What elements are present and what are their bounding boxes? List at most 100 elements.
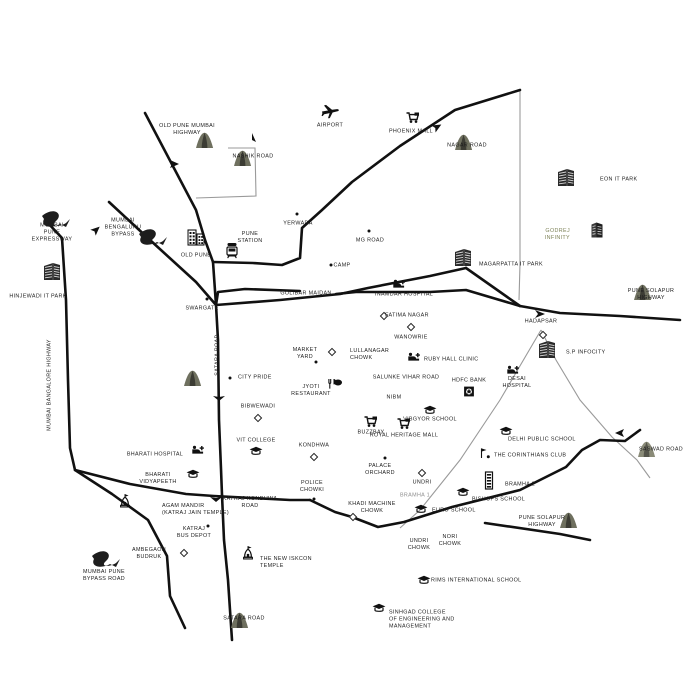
major-road-segment-10 — [464, 266, 522, 308]
poi-label-katraj-bus-depot[interactable]: KATRAJ BUS DEPOT — [176, 525, 212, 539]
poi-label-pune-station[interactable]: PUNE STATION — [237, 230, 263, 244]
poi-label-nori-chowk[interactable]: NORI CHOWK — [438, 533, 462, 547]
road-label-mumbai-bangalore-highway[interactable]: MUMBAI BANGALORE HIGHWAY — [46, 339, 53, 431]
poi-label-godrej-infinity[interactable]: GODREJ INFINITY — [544, 227, 570, 241]
location-dot-icon — [314, 360, 318, 364]
road-label-pune-solapur-highway-south[interactable]: PUNE SOLAPUR HIGHWAY — [518, 514, 566, 528]
major-roads — [45, 88, 682, 642]
major-road-segment-2 — [73, 468, 312, 502]
poi-label-agam-mandir[interactable]: AGAM MANDIR (KATRAJ JAIN TEMPLE) — [162, 502, 230, 516]
road-label-nashik-road[interactable]: NASHIK ROAD — [232, 153, 274, 160]
road-label-mumbai-bengaluru-bypass[interactable]: MUMBAI BENGALURU BYPASS — [104, 217, 142, 238]
poi-label-jyoti-restaurant[interactable]: JYOTI RESTAURANT — [291, 383, 331, 397]
road-label-saswad-road[interactable]: SASWAD ROAD — [638, 446, 684, 453]
poi-label-wanowrie[interactable]: WANOWRIE — [394, 334, 428, 341]
city-buildings-icon — [187, 229, 205, 251]
graduation-cap-icon — [414, 500, 428, 518]
location-dot-icon — [206, 524, 210, 528]
poi-label-camp[interactable]: CAMP — [333, 262, 351, 269]
poi-label-the-corinthians-club[interactable]: THE CORINTHIANS CLUB — [494, 452, 567, 459]
poi-label-inamdar-hospital[interactable]: INAMDAR HOSPITAL — [374, 291, 434, 298]
poi-label-mg-road[interactable]: MG ROAD — [355, 237, 385, 244]
restaurant-icon — [328, 376, 343, 394]
poi-label-old-pune[interactable]: OLD PUNE — [180, 252, 212, 259]
poi-label-ruby-hall-clinic[interactable]: RUBY HALL CLINIC — [424, 356, 479, 363]
location-dot-icon — [228, 376, 232, 380]
poi-label-khadi-machine-chowk[interactable]: KHADI MACHINE CHOWK — [348, 500, 396, 514]
road-label-old-pune-mumbai-highway[interactable]: OLD PUNE MUMBAI HIGHWAY — [159, 122, 215, 136]
poi-label-undri[interactable]: UNDRI — [412, 479, 432, 486]
graduation-cap-icon — [417, 571, 431, 589]
poi-label-vit-college[interactable]: VIT COLLEGE — [236, 437, 276, 444]
poi-label-swargate[interactable]: SWARGATE — [185, 305, 219, 312]
poi-label-fatima-nagar[interactable]: FATIMA NAGAR — [385, 312, 429, 319]
expressway-ribbon-icons — [42, 211, 167, 567]
temple-icon — [120, 494, 130, 513]
road-label-mumbai-pune-expressway[interactable]: MUMBAI PUNE EXPRESSWAY — [31, 222, 73, 243]
poi-label-bramha-2[interactable]: BRAMHA 2 — [505, 481, 536, 488]
poi-label-hdfc-bank[interactable]: HDFC BANK — [451, 377, 487, 384]
location-dot-icon — [383, 456, 387, 460]
poi-label-market-yard[interactable]: MARKET YARD — [292, 346, 318, 360]
hospital-bed-icon — [507, 362, 520, 380]
poi-label-police-chowki[interactable]: POLICE CHOWKI — [299, 479, 325, 493]
road-label-nagar-road[interactable]: NAGAR ROAD — [447, 142, 487, 149]
poi-label-phoenix-mall[interactable]: PHOENIX MALL — [388, 128, 434, 135]
shopping-cart-icon — [406, 111, 420, 129]
poi-label-hinjewadi-it-park[interactable]: HINJEWADI IT PARK — [9, 293, 67, 300]
location-dot-icon — [312, 497, 316, 501]
road-label-mumbai-pune-bypass-road[interactable]: MUMBAI PUNE BYPASS ROAD — [82, 568, 126, 582]
poi-label-magarpatta-it-park[interactable]: MAGARPATTA IT PARK — [479, 261, 543, 268]
poi-label-bramha-1[interactable]: BRAMHA 1 — [399, 492, 431, 499]
poi-label-hadapsar[interactable]: HADAPSAR — [524, 318, 558, 325]
road-label-pune-solapur-highway-east[interactable]: PUNE SOLAPUR HIGHWAY — [627, 287, 675, 301]
poi-label-ambegaon-budruk[interactable]: AMBEGAON BUDRUK — [132, 546, 166, 560]
minor-road-segment-0 — [195, 147, 257, 199]
temple-icon — [243, 546, 253, 565]
poi-label-undri-chowk[interactable]: UNDRI CHOWK — [407, 537, 431, 551]
road-label-satara-road-bottom[interactable]: SATARA ROAD — [223, 615, 265, 622]
poi-label-delhi-public-school[interactable]: DELHI PUBLIC SCHOOL — [508, 436, 576, 443]
poi-label-city-pride[interactable]: CITY PRIDE — [238, 374, 272, 381]
road-label-salunke-vihar-road[interactable]: SALUNKE VIHAR ROAD — [372, 374, 440, 381]
office-building-icon — [454, 248, 472, 272]
poi-label-palace-orchard[interactable]: PALACE ORCHARD — [365, 462, 395, 476]
major-road-segment-6 — [211, 88, 522, 267]
hospital-bed-icon — [192, 442, 205, 460]
golf-icon — [480, 446, 491, 464]
poi-label-sinhgad-college[interactable]: SINHGAD COLLEGE OF ENGINEERING AND MANAG… — [389, 609, 455, 630]
road-label-katraj-kondhwa-road[interactable]: KATRAJ KONDHWA ROAD — [222, 495, 278, 509]
poi-label-royal-heritage-mall[interactable]: ROYAL HERITAGE MALL — [369, 432, 439, 439]
poi-label-bharati-hospital[interactable]: BHARATI HOSPITAL — [126, 451, 184, 458]
poi-label-buzzbay[interactable]: BUZZBAY — [357, 429, 385, 436]
highway-direction-arrows — [90, 124, 624, 502]
poi-label-euro-school[interactable]: EURO SCHOOL — [432, 507, 476, 514]
location-dot-icon — [205, 297, 209, 301]
minor-road-segment-2 — [399, 329, 542, 529]
poi-label-vibgyor-school[interactable]: VIBGYOR SCHOOL — [403, 416, 457, 423]
office-building-icon — [557, 168, 575, 192]
poi-label-kondhwa[interactable]: KONDHWA — [298, 442, 330, 449]
office-building-icon — [43, 262, 61, 286]
major-road-segment-4 — [107, 200, 218, 307]
major-road-segment-1 — [45, 220, 187, 630]
poi-label-bishops-school[interactable]: BISHOPS SCHOOL — [472, 496, 526, 503]
poi-label-rims-international-school[interactable]: RIMS INTERNATIONAL SCHOOL — [431, 577, 522, 584]
poi-label-desai-hospital[interactable]: DESAI HOSPITAL — [502, 375, 532, 389]
poi-label-nibm[interactable]: NIBM — [386, 394, 402, 401]
poi-label-eon-it-park[interactable]: EON IT PARK — [600, 176, 638, 183]
poi-label-sp-infocity[interactable]: S.P INFOCITY — [566, 349, 606, 356]
major-road-segment-5 — [214, 266, 468, 307]
location-dot-icon — [329, 263, 333, 267]
major-road-segment-0 — [143, 111, 224, 497]
poi-label-the-new-iskcon-temple[interactable]: THE NEW ISKCON TEMPLE — [260, 555, 312, 569]
poi-label-lullanagar-chowk[interactable]: LULLANAGAR CHOWK — [350, 347, 390, 361]
poi-label-bharati-vidyapeeth[interactable]: BHARATI VIDYAPEETH — [139, 471, 177, 485]
major-road-segment-7 — [214, 287, 302, 307]
poi-label-bibwewadi[interactable]: BIBWEWADI — [240, 403, 276, 410]
road-label-golibar-maidan[interactable]: GOLIBAR MAIDAN — [280, 290, 332, 297]
poi-label-airport[interactable]: AIRPORT — [316, 122, 344, 129]
office-building-icon — [538, 340, 556, 364]
road-label-satara-road-vertical[interactable]: SATARA ROAD — [214, 334, 221, 376]
poi-label-yerwada[interactable]: YERWADA — [283, 220, 313, 227]
